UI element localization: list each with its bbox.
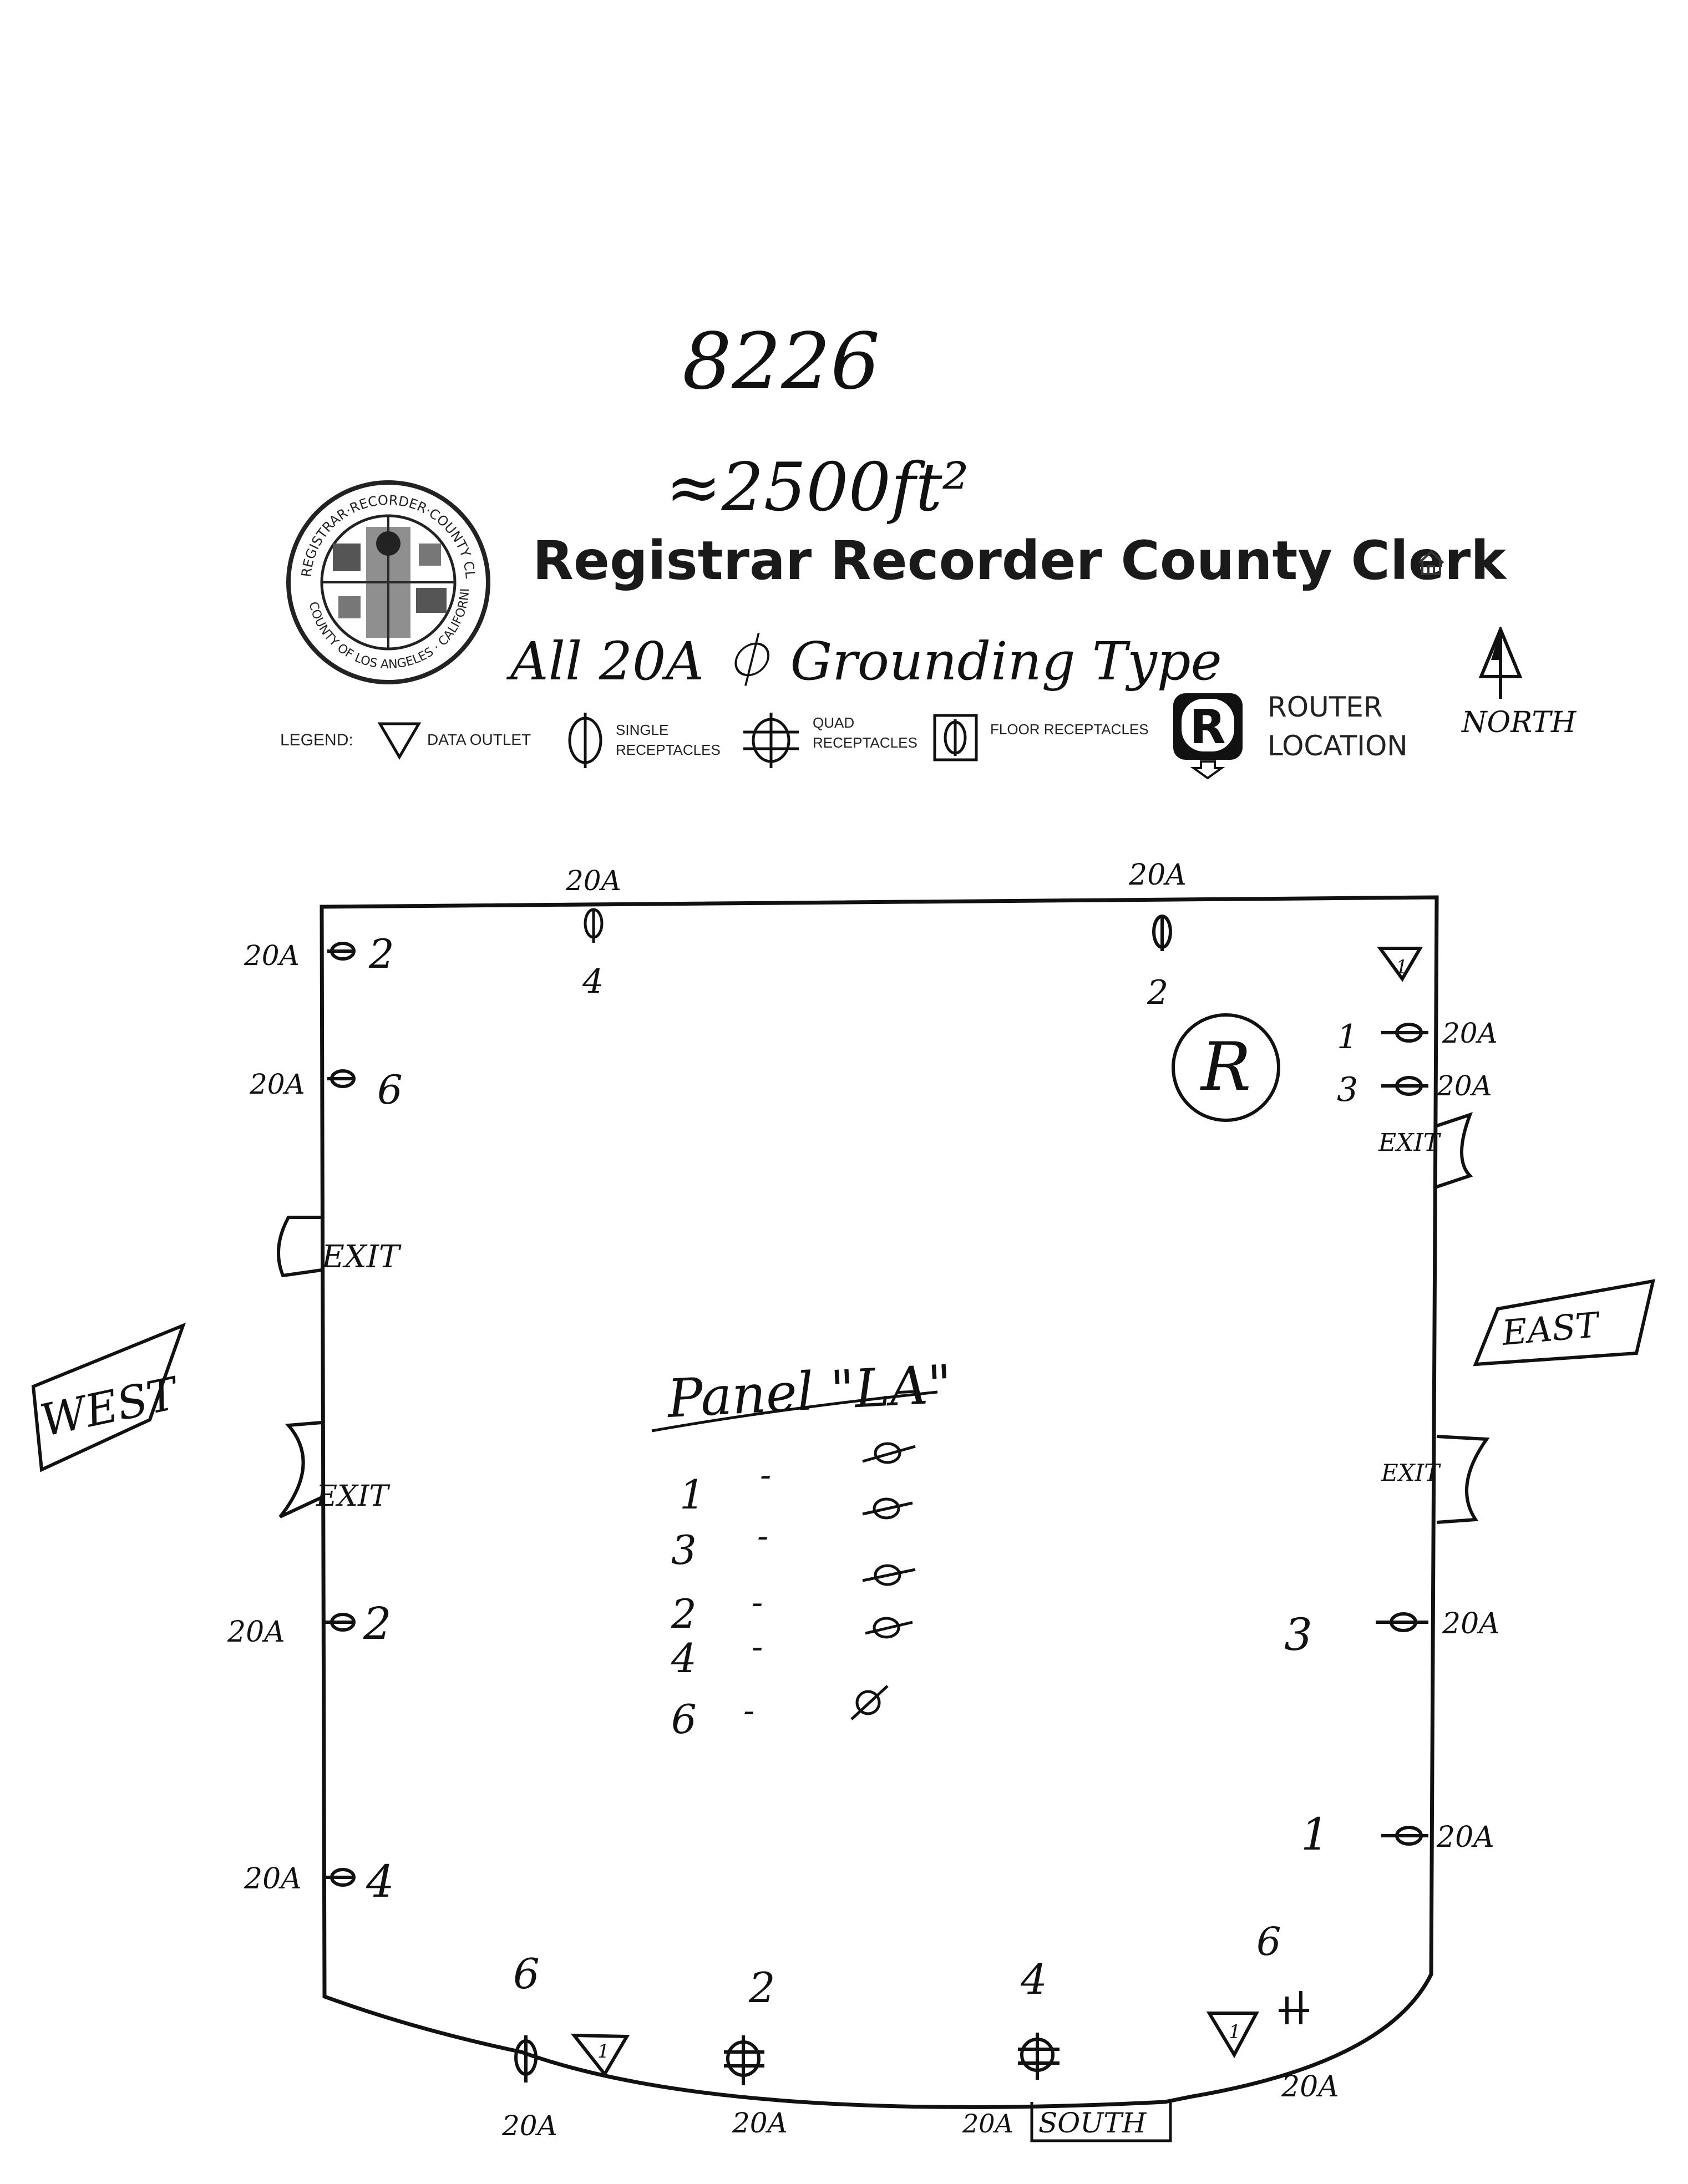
north-label-svg: NORTH (1461, 706, 1577, 739)
north-arrow-icon (1478, 627, 1523, 699)
east-1-amp: 20A (1442, 1017, 1498, 1049)
south-3-amp: 20A (962, 2109, 1013, 2139)
router-mark: R (1200, 1029, 1251, 1106)
panel-circuit-4: 4 (671, 1635, 697, 1682)
floor-receptacle-icon (933, 714, 978, 761)
legend-label: LEGEND: (280, 731, 353, 749)
panel-circuit-2: 2 (671, 1591, 697, 1637)
data-outlet-triangle-icon (377, 722, 422, 760)
building-outline (320, 895, 1439, 2109)
floor-plan: WEST EAST SOUTH EXIT EXIT EXIT EXIT R Pa… (31, 859, 1655, 2142)
north-1-amp: 20A (565, 865, 621, 897)
legend-single-label: SINGLE RECEPTACLES (616, 722, 721, 758)
legend-quad-label: QUAD RECEPTACLES (813, 714, 917, 751)
panel-dash-3: - (752, 1583, 763, 1622)
south-label: SOUTH (1038, 2107, 1147, 2139)
router-legend-line2: LOCATION (1268, 730, 1408, 762)
west-1-amp: 20A (244, 939, 300, 972)
agency-title: Registrar Recorder County Clerk (533, 530, 1507, 592)
south-1-circuit: 6 (513, 1949, 540, 1998)
single-receptacle-icon (568, 713, 602, 768)
home-icon (1418, 550, 1444, 575)
panel-circuit-3: 3 (671, 1527, 697, 1573)
data-outlet-2-label: 1 (597, 2040, 610, 2063)
south-4-circuit: 6 (1256, 1919, 1281, 1964)
west-4-amp: 20A (244, 1862, 302, 1896)
east-4-circuit: 1 (1301, 1809, 1329, 1860)
east-1-circuit: 1 (1337, 1018, 1358, 1057)
quad-receptacle-icon (743, 713, 799, 768)
north-2-amp: 20A (1128, 859, 1187, 892)
west-3-amp: 20A (227, 1616, 285, 1649)
west-3-circuit: 2 (363, 1598, 392, 1649)
west-2-amp: 20A (249, 1068, 305, 1100)
exit-label-east-1: EXIT (1378, 1129, 1442, 1157)
panel-dash-2: - (757, 1517, 768, 1556)
east-label: EAST (1500, 1304, 1603, 1353)
west-2-circuit: 6 (377, 1066, 403, 1113)
east-2-amp: 20A (1436, 1070, 1492, 1102)
data-outlet-1-label: 1 (1396, 956, 1408, 978)
building-number: 8226 (682, 317, 880, 407)
panel-breaker-symbols (850, 1442, 916, 1720)
panel-title: Panel "LA" (665, 1354, 953, 1430)
county-seal-logo: REGISTRAR·RECORDER·COUNTY CLERK COUNTY O… (283, 477, 490, 684)
panel-circuit-6: 6 (671, 1696, 697, 1743)
router-legend-label: ROUTER LOCATION (1268, 688, 1408, 765)
grounding-note: All 20A ⏀ Grounding Type (506, 631, 1222, 692)
panel-dash-4: - (752, 1628, 763, 1667)
east-3-amp: 20A (1442, 1607, 1500, 1640)
panel-circuit-1: 1 (680, 1471, 705, 1518)
legend-floor-label: FLOOR RECEPTACLES (990, 721, 1149, 738)
west-1-circuit: 2 (368, 931, 394, 977)
exit-label-west-1: EXIT (321, 1239, 402, 1275)
exit-label-east-2: EXIT (1381, 1459, 1441, 1486)
header-handwriting: 8226 ≈2500ft² All 20A ⏀ Grounding Type (506, 317, 1222, 692)
west-4-circuit: 4 (366, 1856, 394, 1907)
exit-label-west-2: EXIT (316, 1480, 391, 1513)
north-2-circuit: 2 (1147, 973, 1168, 1012)
router-legend-letter: R (1189, 700, 1225, 755)
east-2-circuit: 3 (1337, 1070, 1358, 1109)
data-outlet-3-label: 1 (1229, 2021, 1241, 2043)
east-3-circuit: 3 (1284, 1609, 1312, 1660)
south-3-circuit: 4 (1020, 1955, 1047, 2004)
south-2-amp: 20A (732, 2107, 788, 2139)
south-1-amp: 20A (501, 2110, 557, 2142)
router-legend-icon: R (1173, 693, 1243, 779)
panel-dash-1: - (760, 1456, 771, 1495)
west-label: WEST (36, 1367, 185, 1447)
east-4-amp: 20A (1436, 1821, 1494, 1854)
south-4-amp: 20A (1281, 2070, 1339, 2104)
router-legend-line1: ROUTER (1268, 691, 1383, 723)
panel-dash-5: - (743, 1692, 754, 1730)
area-note: ≈2500ft² (666, 449, 969, 526)
north-label: NORTH (1461, 706, 1577, 739)
north-1-circuit: 4 (582, 962, 604, 1001)
south-2-circuit: 2 (748, 1963, 775, 2012)
legend-data-outlet-label: DATA OUTLET (427, 731, 531, 748)
